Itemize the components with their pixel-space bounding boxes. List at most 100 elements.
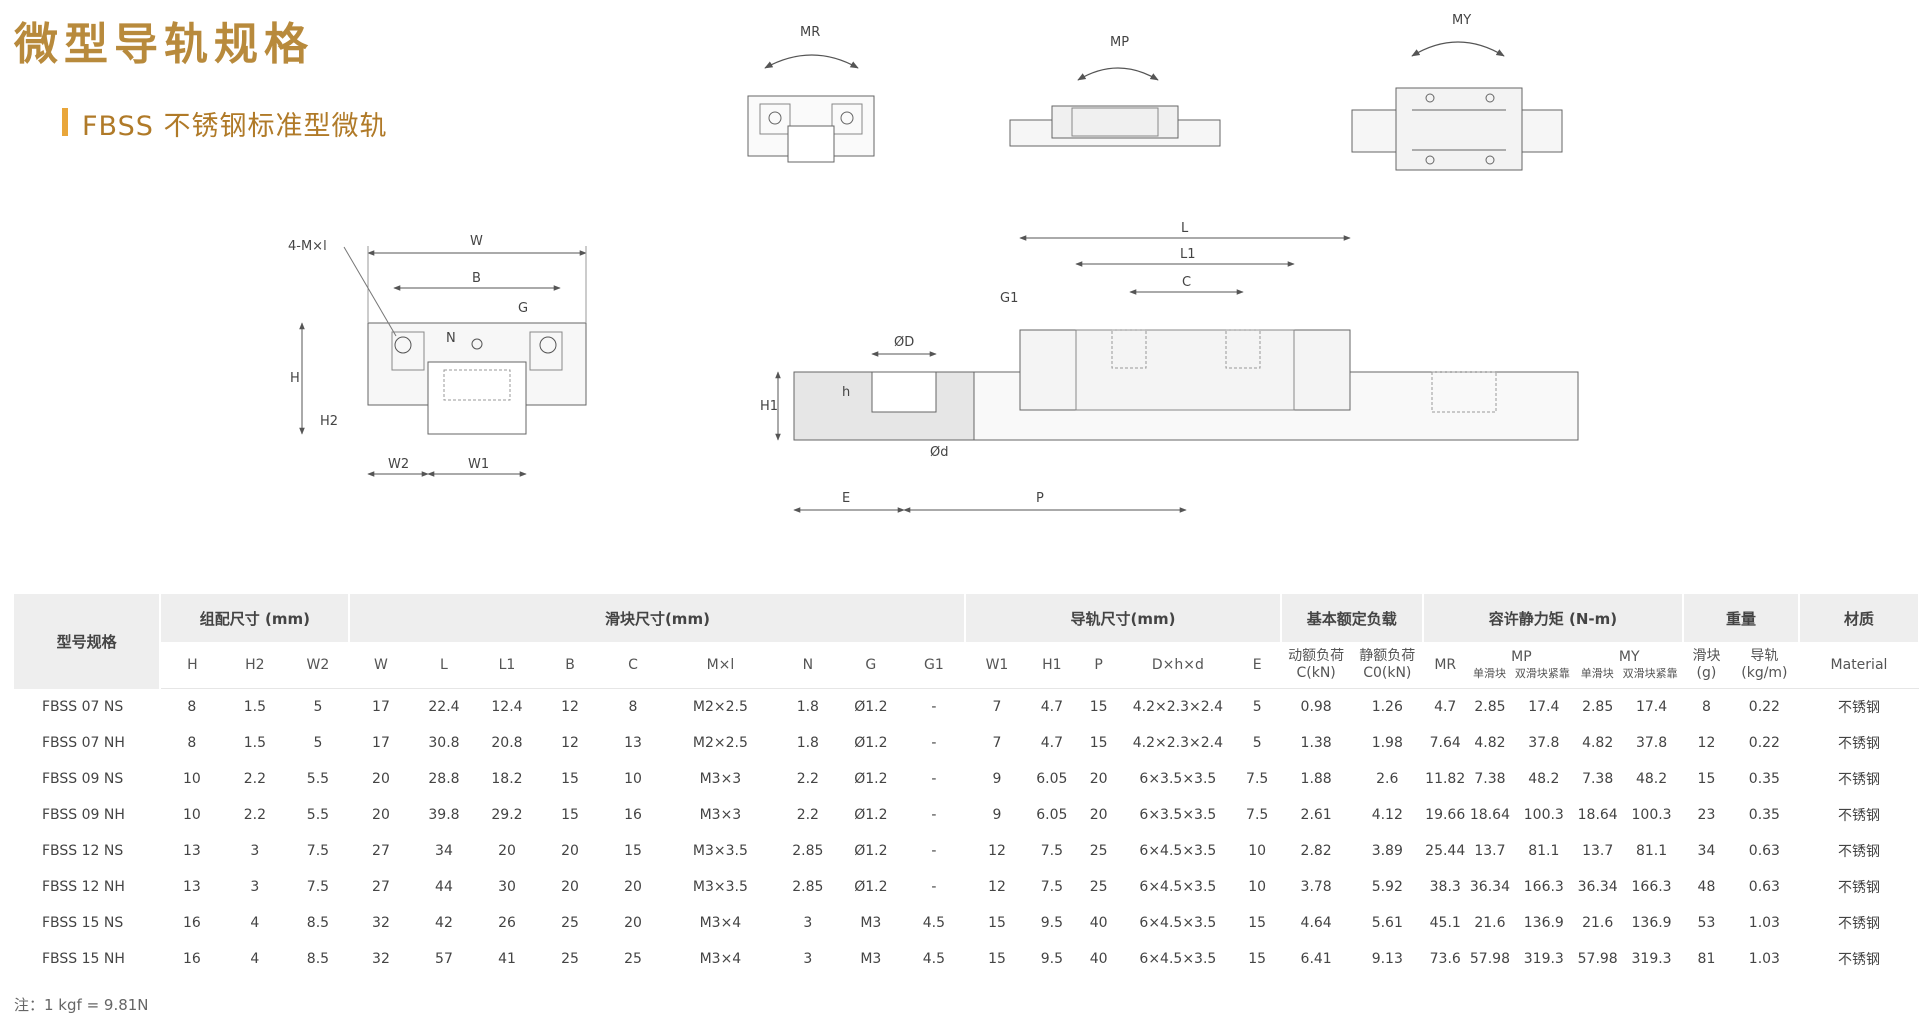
col-b: B [538, 642, 602, 689]
model-cell: FBSS 07 NH [42, 735, 125, 751]
moment-label-mp: MP [1110, 35, 1129, 50]
label-n: N [446, 331, 456, 346]
table-cell: 10 [182, 807, 201, 823]
table-cell: 30.8 [428, 735, 460, 751]
table-cell: 15 [624, 843, 642, 859]
table-cell: 15 [988, 915, 1006, 931]
table-cell: M3×3.5 [692, 843, 748, 859]
table-cell: 1.98 [1371, 735, 1403, 751]
table-cell: Ø1.2 [854, 771, 888, 787]
label-g1: G1 [1000, 291, 1018, 306]
label-h: H [290, 371, 300, 386]
table-cell: 9 [992, 807, 1002, 823]
table-cell: 17 [372, 699, 390, 715]
table-cell: 5 [313, 699, 323, 715]
table-cell: 12 [561, 699, 579, 715]
table-cell: 15 [1248, 951, 1267, 967]
table-cell: 7.5 [1040, 879, 1063, 895]
spec-table: 型号规格 组配尺寸 (mm) 滑块尺寸(mm) 导轨尺寸(mm) 基本额定负载 … [14, 594, 1920, 977]
table-cell: 12 [561, 735, 579, 751]
moment-label-mr: MR [800, 25, 820, 40]
table-cell: 100.3 [1631, 807, 1672, 823]
table-cell: 27 [372, 843, 390, 859]
table-cell: 81 [1697, 951, 1716, 967]
table-cell: 25.44 [1425, 843, 1466, 859]
table-cell: 38.3 [1429, 879, 1461, 895]
table-cell: 0.22 [1748, 735, 1780, 751]
table-cell: 15 [1697, 771, 1716, 787]
moment-label-my: MY [1452, 13, 1471, 28]
table-cell: 2.61 [1300, 807, 1332, 823]
table-cell: 20 [561, 879, 579, 895]
table-cell: 20.8 [491, 735, 523, 751]
table-cell: 9.13 [1371, 951, 1403, 967]
table-cell: 0.98 [1300, 699, 1332, 715]
model-cell: FBSS 15 NS [42, 915, 124, 931]
table-cell: 1.38 [1300, 735, 1332, 751]
table-cell: 34 [1697, 843, 1716, 859]
table-cell: 20 [1089, 807, 1108, 823]
table-cell: 5.92 [1371, 879, 1403, 895]
table-cell: 不锈钢 [1837, 736, 1880, 752]
table-cell: 7.38 [1474, 771, 1506, 787]
table-cell: 11.82 [1425, 771, 1466, 787]
col-material: Material [1798, 642, 1919, 689]
table-cell: 4 [250, 915, 260, 931]
table-cell: 1.8 [796, 735, 819, 751]
model-cell: FBSS 12 NS [42, 843, 124, 859]
table-cell: 4.82 [1474, 735, 1506, 751]
table-cell: 20 [1089, 771, 1108, 787]
table-cell: 20 [372, 771, 390, 787]
table-cell: 不锈钢 [1837, 916, 1880, 932]
table-cell: 8 [187, 699, 197, 715]
table-cell: 17.4 [1635, 699, 1668, 715]
table-cell: 0.35 [1748, 771, 1780, 787]
table-cell: 100.3 [1523, 807, 1564, 823]
table-cell: 8.5 [306, 915, 330, 931]
table-cell: 2.82 [1300, 843, 1332, 859]
table-cell: 16 [182, 915, 201, 931]
table-cell: 13 [182, 879, 201, 895]
col-l: L [412, 642, 476, 689]
col-p: P [1075, 642, 1122, 689]
side-view-drawing: L L1 C G1 ØD h H1 Ød E P [760, 221, 1579, 513]
table-cell: 15 [1089, 699, 1108, 715]
table-cell: 6.41 [1300, 951, 1332, 967]
table-cell: 8.5 [306, 951, 330, 967]
table-cell: 6×3.5×3.5 [1139, 771, 1217, 787]
table-cell: 16 [624, 807, 642, 823]
table-cell: 7.5 [1246, 771, 1269, 787]
col-h1: H1 [1028, 642, 1076, 689]
table-cell: 29.2 [491, 807, 523, 823]
moment-diagram-mr: MR [747, 25, 875, 163]
label-h2: H2 [320, 414, 338, 429]
label-b: B [472, 271, 481, 286]
table-cell: 37.8 [1635, 735, 1668, 751]
table-cell: 36.34 [1469, 879, 1510, 895]
group-header-block: 滑块尺寸(mm) [349, 594, 967, 642]
table-cell: 9 [992, 771, 1002, 787]
table-cell: 166.3 [1523, 879, 1564, 895]
table-cell: 45.1 [1429, 915, 1461, 931]
table-cell: 25 [1089, 879, 1108, 895]
table-cell: 0.63 [1748, 879, 1780, 895]
table-cell: 26 [498, 915, 516, 931]
model-cell: FBSS 15 NH [42, 951, 125, 967]
table-cell: 2.2 [796, 771, 819, 787]
table-cell: 7 [992, 699, 1002, 715]
table-cell: 4.82 [1582, 735, 1614, 751]
label-h1: H1 [760, 399, 778, 414]
table-cell: 36.34 [1577, 879, 1618, 895]
table-cell: 4.7 [1434, 699, 1457, 715]
table-cell: 34 [435, 843, 453, 859]
table-cell: 7 [992, 735, 1002, 751]
table-cell: 18.64 [1469, 807, 1510, 823]
table-cell: 44 [435, 879, 453, 895]
table-cell: 12.4 [491, 699, 523, 715]
table-cell: 81.1 [1635, 843, 1668, 859]
table-cell: 37.8 [1528, 735, 1560, 751]
